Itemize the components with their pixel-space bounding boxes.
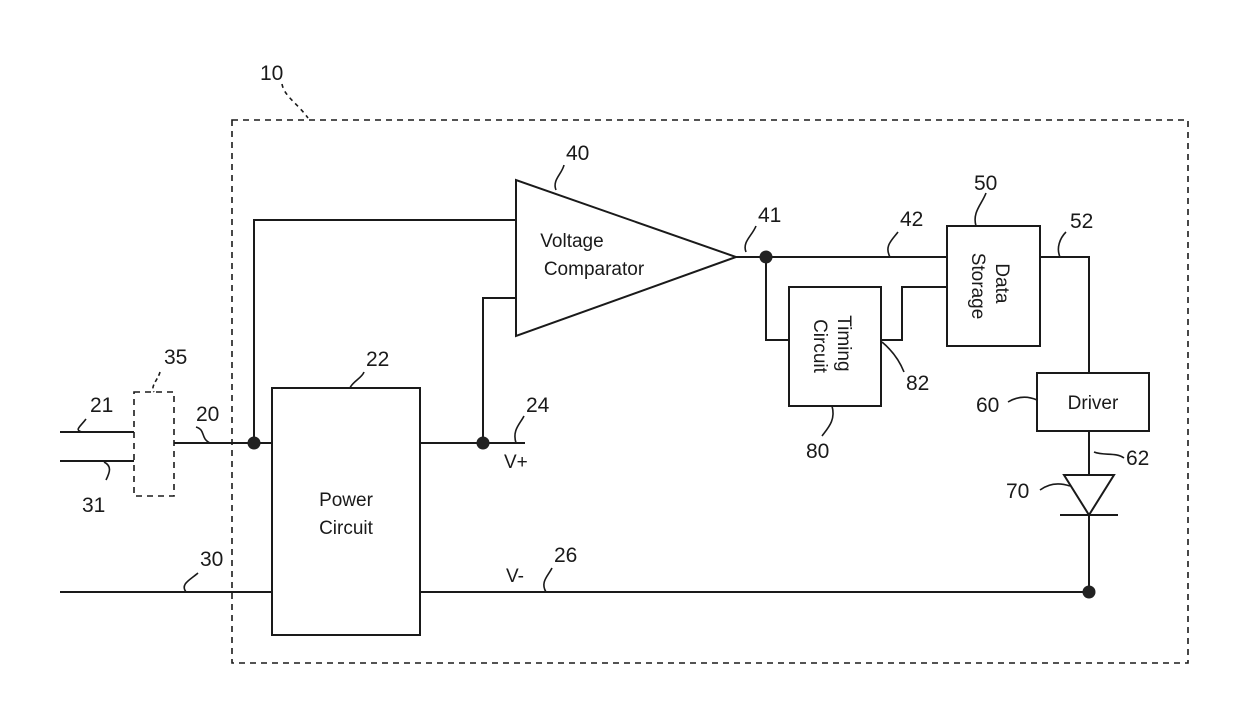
timing-input-wire xyxy=(766,257,789,340)
timing-label-line2: Circuit xyxy=(809,319,830,374)
leader-50 xyxy=(975,193,986,226)
ref-31: 31 xyxy=(82,494,105,517)
optional-element-35 xyxy=(134,392,174,496)
storage-label-line1: Data xyxy=(991,263,1012,304)
leader-41 xyxy=(745,226,756,252)
timing-output-wire xyxy=(881,287,947,340)
ref-60: 60 xyxy=(976,394,999,417)
rail-label-vminus: V- xyxy=(506,566,524,587)
storage-output-wire xyxy=(1040,257,1089,373)
voltage-comparator xyxy=(516,180,736,336)
ref-30: 30 xyxy=(200,548,223,571)
leader-80 xyxy=(822,406,833,436)
ref-22: 22 xyxy=(366,348,389,371)
junction-node-ground xyxy=(1083,586,1096,599)
power-circuit xyxy=(272,388,420,635)
ref-80: 80 xyxy=(806,440,829,463)
driver-label: Driver xyxy=(1068,393,1119,414)
ref-40: 40 xyxy=(566,142,589,165)
leader-35 xyxy=(153,372,160,392)
junction-node-24 xyxy=(477,437,490,450)
ref-21: 21 xyxy=(90,394,113,417)
ref-41: 41 xyxy=(758,204,781,227)
ref-42: 42 xyxy=(900,208,923,231)
leader-70 xyxy=(1040,484,1070,490)
ref-52: 52 xyxy=(1070,210,1093,233)
leader-52 xyxy=(1058,232,1066,257)
leader-40 xyxy=(555,165,564,190)
leader-26 xyxy=(544,568,552,592)
ref-10: 10 xyxy=(260,62,283,85)
junction-node-41 xyxy=(760,251,773,264)
leader-20 xyxy=(196,427,210,443)
ref-26: 26 xyxy=(554,544,577,567)
leader-10 xyxy=(282,84,308,118)
ref-70: 70 xyxy=(1006,480,1029,503)
leader-82 xyxy=(882,342,904,372)
led-diode-symbol xyxy=(1064,475,1114,515)
leader-62 xyxy=(1094,452,1124,458)
leader-30 xyxy=(184,573,198,592)
storage-label-line2: Storage xyxy=(967,253,988,320)
leader-24 xyxy=(515,416,524,443)
ref-50: 50 xyxy=(974,172,997,195)
rail-label-vplus: V+ xyxy=(504,452,528,473)
timing-label-line1: Timing xyxy=(833,315,854,371)
leader-60 xyxy=(1008,397,1037,402)
ref-82: 82 xyxy=(906,372,929,395)
ref-35: 35 xyxy=(164,346,187,369)
leader-42 xyxy=(888,232,898,257)
power-label-line2: Circuit xyxy=(319,518,374,539)
leader-31 xyxy=(104,462,110,480)
comparator-reference-wire xyxy=(483,298,516,443)
power-label-line1: Power xyxy=(319,490,374,511)
comparator-label-line2: Comparator xyxy=(544,259,645,280)
junction-node-20 xyxy=(248,437,261,450)
leader-21 xyxy=(78,419,86,432)
ref-62: 62 xyxy=(1126,447,1149,470)
leader-22 xyxy=(350,372,364,388)
ref-20: 20 xyxy=(196,403,219,426)
ref-24: 24 xyxy=(526,394,550,417)
comparator-label-line1: Voltage xyxy=(540,231,603,252)
